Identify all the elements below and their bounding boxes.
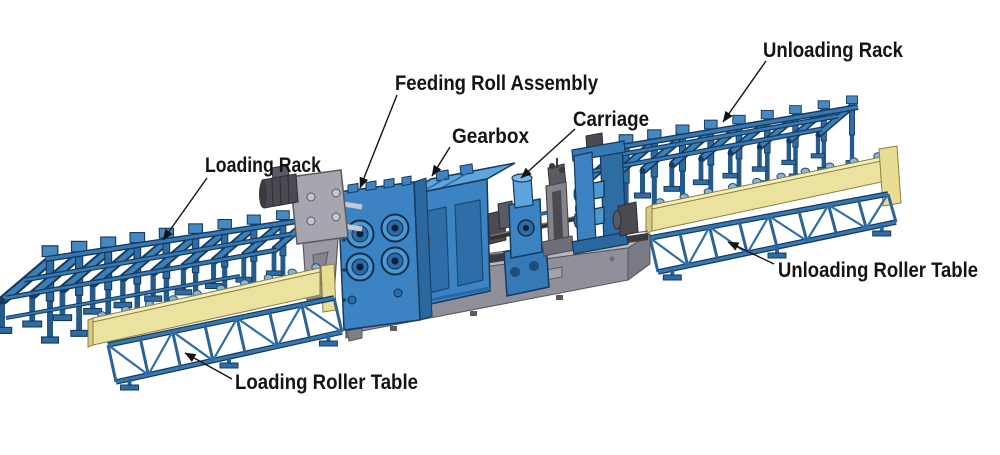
machine-assembly xyxy=(259,132,651,342)
label-unloading-rack: Unloading Rack xyxy=(763,39,903,62)
truss-foot xyxy=(872,230,892,237)
label-gearbox: Gearbox xyxy=(452,125,529,148)
tool-stand xyxy=(541,158,575,257)
label-loading-roller-table: Loading Roller Table xyxy=(235,371,418,394)
feeding-roll-assembly-part xyxy=(337,175,433,331)
unloading-truss xyxy=(648,191,898,281)
loading-rack-rails xyxy=(5,215,319,320)
callout-arrow-unloading-rack xyxy=(722,60,767,123)
callout-arrow-feeding-roll-assembly xyxy=(359,94,398,189)
truss-foot xyxy=(120,384,140,391)
outlet-roll-stand xyxy=(571,132,639,255)
loading-truss xyxy=(106,295,344,391)
callouts: Loading Rack Feeding Roll Assembly Gearb… xyxy=(162,39,978,394)
unloading-beam-end-cap xyxy=(878,145,902,207)
label-carriage: Carriage xyxy=(573,108,649,131)
loading-beam-end-post xyxy=(320,263,337,313)
truss-foot xyxy=(767,252,787,259)
label-feeding-roll-assembly: Feeding Roll Assembly xyxy=(395,72,598,95)
label-unloading-roller-table: Unloading Roller Table xyxy=(778,259,978,282)
callout-arrow-unloading-roller-table xyxy=(727,241,775,265)
truss-foot xyxy=(318,340,338,347)
truss-foot xyxy=(662,274,682,281)
loading-roller-table xyxy=(87,263,344,391)
callout-arrow-carriage xyxy=(520,128,576,179)
callout-arrow-loading-roller-table xyxy=(184,352,233,380)
callout-arrow-gearbox xyxy=(431,146,451,177)
label-loading-rack: Loading Rack xyxy=(205,154,321,177)
unloading-rack-rails xyxy=(588,104,859,175)
truss-foot xyxy=(219,362,239,369)
unloading-roller-table xyxy=(645,145,902,281)
callout-arrow-loading-rack xyxy=(162,177,208,241)
